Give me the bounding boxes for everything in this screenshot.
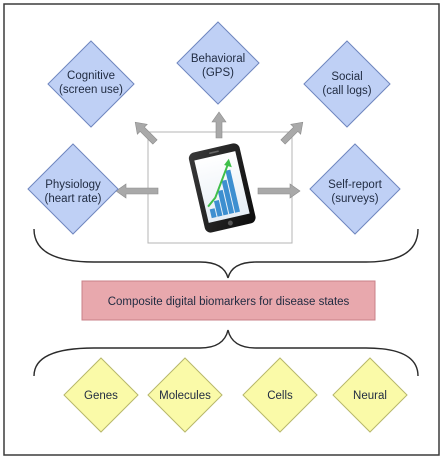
diamond-cells xyxy=(242,357,318,433)
diamond-self-report xyxy=(309,143,401,235)
arrow-to-behavioral xyxy=(211,111,227,139)
level-cells: Cells xyxy=(242,357,318,433)
smartphone-growth-chart-icon xyxy=(188,143,256,233)
diamond-molecules xyxy=(147,357,223,433)
physiology-label-1: Physiology xyxy=(45,179,101,191)
source-social: Social (call logs) xyxy=(303,40,391,128)
behavioral-label-2: (GPS) xyxy=(202,67,234,79)
genes-label: Genes xyxy=(84,390,118,402)
diamond-physiology xyxy=(27,143,119,235)
banner-label: Composite digital biomarkers for disease… xyxy=(108,296,350,308)
cognitive-label-2: (screen use) xyxy=(59,84,123,96)
social-label-2: (call logs) xyxy=(322,85,371,97)
banner-box xyxy=(81,280,376,321)
arrow-to-cognitive xyxy=(134,121,158,145)
composite-banner: Composite digital biomarkers for disease… xyxy=(81,280,376,321)
behavioral-label-1: Behavioral xyxy=(191,53,245,65)
arrows xyxy=(115,111,304,199)
neural-label: Neural xyxy=(353,390,387,402)
source-self-report: Self-report (surveys) xyxy=(309,143,401,235)
social-label-1: Social xyxy=(331,71,362,83)
arrow-to-physiology xyxy=(115,183,159,199)
cognitive-label-1: Cognitive xyxy=(67,70,115,82)
cells-label: Cells xyxy=(267,390,293,402)
molecules-label: Molecules xyxy=(159,390,211,402)
level-genes: Genes xyxy=(63,357,139,433)
phone-panel xyxy=(147,131,293,244)
diamond-social xyxy=(303,40,391,128)
self-report-label-1: Self-report xyxy=(328,179,382,191)
self-report-label-2: (surveys) xyxy=(331,193,378,205)
source-cognitive: Cognitive (screen use) xyxy=(47,40,135,128)
diamond-neural xyxy=(332,357,408,433)
physiology-label-2: (heart rate) xyxy=(45,193,102,205)
level-molecules: Molecules xyxy=(147,357,223,433)
brace-upper xyxy=(33,228,419,279)
arrow-to-social xyxy=(280,121,304,145)
diamond-behavioral xyxy=(176,21,260,105)
diamond-cognitive xyxy=(47,40,135,128)
source-behavioral: Behavioral (GPS) xyxy=(176,21,260,105)
level-neural: Neural xyxy=(332,357,408,433)
source-physiology: Physiology (heart rate) xyxy=(27,143,119,235)
brace-lower xyxy=(33,329,419,377)
diamond-genes xyxy=(63,357,139,433)
arrow-to-self-report xyxy=(257,183,301,199)
